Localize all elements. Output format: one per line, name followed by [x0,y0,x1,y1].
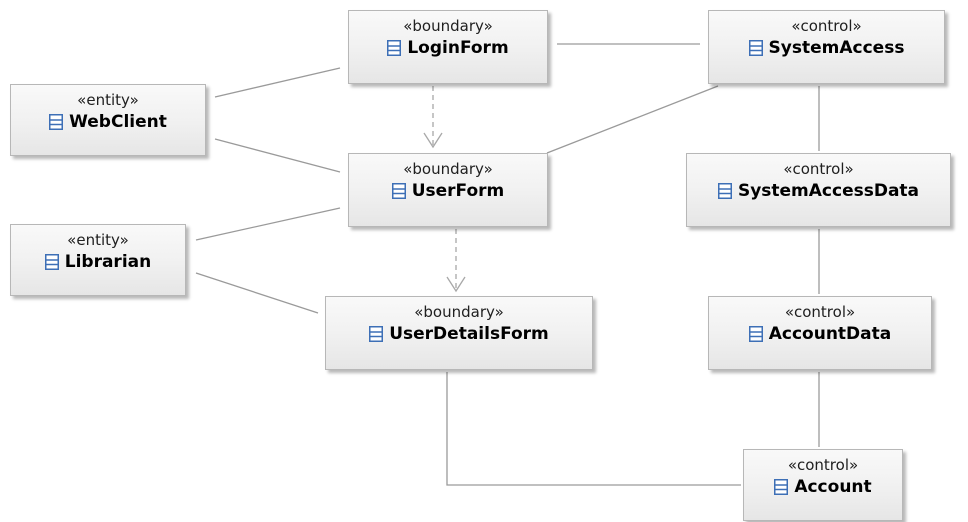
class-name-row: Account [744,476,902,498]
class-icon [387,40,402,56]
class-icon [774,479,789,495]
class-node-systemaccessdata[interactable]: «control» SystemAccessData [686,153,951,227]
class-icon [717,183,732,199]
class-node-userform[interactable]: «boundary» UserForm [348,153,548,227]
arrowhead-loginform-userform [423,132,443,149]
class-node-systemaccess[interactable]: «control» SystemAccess [708,10,945,84]
class-node-account[interactable]: «control» Account [743,449,903,521]
class-name: WebClient [69,112,167,132]
class-name-row: AccountData [709,323,931,345]
class-name: SystemAccessData [737,181,920,201]
connector-librarian-userdetailsform[interactable] [195,272,319,314]
class-name: UserForm [411,181,505,201]
class-name-row: Librarian [11,251,185,273]
class-icon [369,326,384,342]
arrowhead-userform-userdetailsform [446,276,466,293]
class-name: Account [794,477,872,497]
class-node-webclient[interactable]: «entity» WebClient [10,84,206,156]
class-name: Librarian [64,252,152,272]
connector-webclient-loginform[interactable] [214,67,341,98]
class-name-row: UserForm [349,180,547,202]
connector-systemaccess-userform[interactable] [546,85,719,154]
class-name-row: LoginForm [349,37,547,59]
class-name: UserDetailsForm [389,324,549,344]
class-icon [49,114,64,130]
class-icon [391,183,406,199]
class-icon [44,254,59,270]
class-name-row: WebClient [11,111,205,133]
class-name-row: UserDetailsForm [326,323,592,345]
class-name: SystemAccess [768,38,905,58]
class-name-row: SystemAccessData [687,180,950,202]
class-name: AccountData [768,324,892,344]
connector-userdetailsform-account[interactable] [446,372,741,486]
class-node-loginform[interactable]: «boundary» LoginForm [348,10,548,84]
stereotype-label: «entity» [67,231,129,249]
class-node-accountdata[interactable]: «control» AccountData [708,296,932,370]
class-icon [748,326,763,342]
connector-librarian-userform[interactable] [195,207,341,241]
class-name-row: SystemAccess [709,37,944,59]
class-node-userdetailsform[interactable]: «boundary» UserDetailsForm [325,296,593,370]
stereotype-label: «control» [783,160,854,178]
stereotype-label: «entity» [77,91,139,109]
connector-webclient-userform[interactable] [214,138,341,173]
class-icon [748,40,763,56]
class-name: LoginForm [407,38,509,58]
class-node-librarian[interactable]: «entity» Librarian [10,224,186,296]
stereotype-label: «boundary» [414,303,504,321]
stereotype-label: «control» [787,456,859,474]
stereotype-label: «control» [791,17,862,35]
stereotype-label: «boundary» [403,17,493,35]
stereotype-label: «boundary» [403,160,493,178]
stereotype-label: «control» [784,303,856,321]
